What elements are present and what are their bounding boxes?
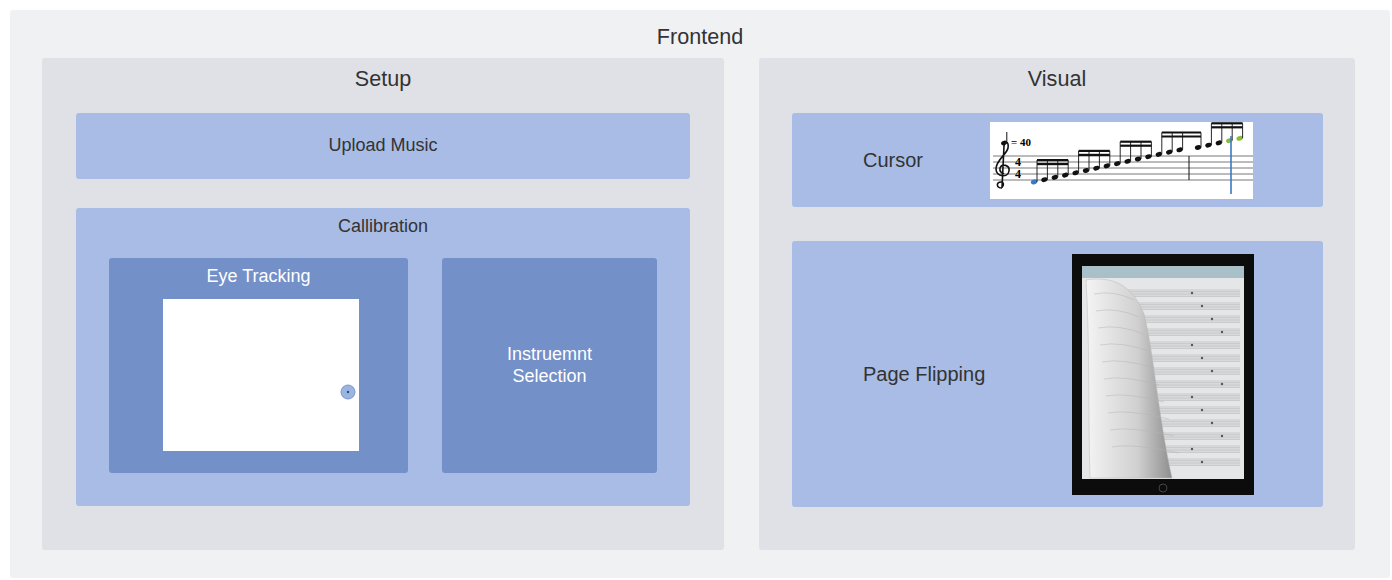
note-stem (1151, 142, 1152, 157)
gaze-dot (341, 385, 355, 399)
score-note (1191, 292, 1193, 294)
note-stem (1068, 160, 1069, 175)
page-staff (1106, 395, 1164, 402)
tablet-toolbar (1082, 266, 1244, 278)
node-label: Cursor (863, 113, 923, 207)
curling-page (1086, 279, 1172, 478)
tempo-mark: = 40 (1011, 137, 1031, 148)
score-note (1191, 344, 1193, 346)
score-note (1211, 318, 1213, 320)
score-note (1201, 409, 1203, 411)
time-signature: 4 (1015, 156, 1021, 168)
score-image: = 40 44 (990, 122, 1253, 199)
page-staff (1110, 429, 1174, 436)
note-stem (1242, 123, 1243, 138)
page-staff (1096, 310, 1139, 317)
tablet-image (1072, 254, 1254, 495)
node-label: Visual (759, 66, 1355, 92)
note-beam (1079, 154, 1110, 156)
process-box: Eye Tracking (109, 258, 408, 473)
treble-clef (996, 142, 1009, 188)
score-note (1191, 448, 1193, 450)
score-note (1221, 435, 1223, 437)
page-staff (1098, 327, 1144, 334)
frontend-panel: FrontendSetupUpload MusicCallibrationEye… (10, 10, 1390, 578)
node-label: Callibration (76, 216, 690, 238)
home-button (1159, 484, 1167, 492)
group-box: CallibrationEye Tracking Instruemnt Selec… (76, 208, 690, 506)
note-beam (1211, 126, 1242, 128)
page-staff (1108, 412, 1169, 419)
score-note (1221, 331, 1223, 333)
calibration-screen (163, 299, 359, 451)
node-label: Setup (42, 66, 724, 92)
page-staff (1102, 361, 1154, 368)
note-stem (1141, 142, 1142, 159)
process-box: Page Flipping (792, 241, 1323, 507)
visual-panel: VisualCursor = 40 44Page Flipping (759, 58, 1355, 550)
score-note (1201, 305, 1203, 307)
score-note (1201, 461, 1203, 463)
note-beam (1162, 131, 1201, 133)
node-label: Frontend (10, 24, 1390, 50)
bar-line (1189, 156, 1190, 180)
staff-line (993, 162, 1253, 163)
score-note (1201, 357, 1203, 359)
gaze-dot-center (347, 391, 349, 393)
note-beam (1037, 163, 1068, 165)
page-staff (1112, 446, 1179, 453)
process-box: Upload Music (76, 113, 690, 179)
score-note (1211, 422, 1213, 424)
screen (163, 299, 359, 451)
process-box: Instruemnt Selection (442, 258, 657, 473)
staff-line (993, 180, 1253, 181)
score-staff (1112, 290, 1240, 291)
playback-cursor (1230, 136, 1232, 194)
score-drawing (990, 122, 1253, 199)
node-label: Eye Tracking (109, 266, 408, 288)
page-staff (1100, 344, 1149, 351)
node-label: Upload Music (76, 113, 690, 179)
score-note (1211, 370, 1213, 372)
staff-line (993, 168, 1253, 169)
note-beam (1079, 150, 1110, 152)
note-stem (1057, 160, 1058, 177)
note-beam (1120, 141, 1151, 143)
score-note (1191, 396, 1193, 398)
setup-panel: SetupUpload MusicCallibrationEye Trackin… (42, 58, 724, 550)
note-stem (1182, 133, 1183, 150)
node-label: Page Flipping (863, 241, 985, 507)
staff-line (993, 156, 1253, 157)
tempo-stem (1006, 132, 1007, 143)
note-stem (1232, 123, 1233, 140)
score-staff (1112, 291, 1240, 292)
tablet-screen (1082, 266, 1244, 479)
staff-line (993, 174, 1253, 175)
process-box: Cursor = 40 44 (792, 113, 1323, 207)
note-stem (1201, 133, 1202, 148)
note-beam (1120, 145, 1151, 147)
note-stem (1109, 151, 1110, 166)
score-note (1221, 383, 1223, 385)
page-staff (1094, 293, 1134, 300)
page-staff (1104, 378, 1159, 385)
tablet-body (1072, 254, 1254, 495)
note-stem (1099, 151, 1100, 168)
note-beam (1162, 135, 1201, 137)
note-beam (1037, 159, 1068, 161)
note-beam (1211, 122, 1242, 124)
time-signature: 4 (1015, 168, 1021, 180)
node-label: Instruemnt Selection (442, 258, 657, 473)
